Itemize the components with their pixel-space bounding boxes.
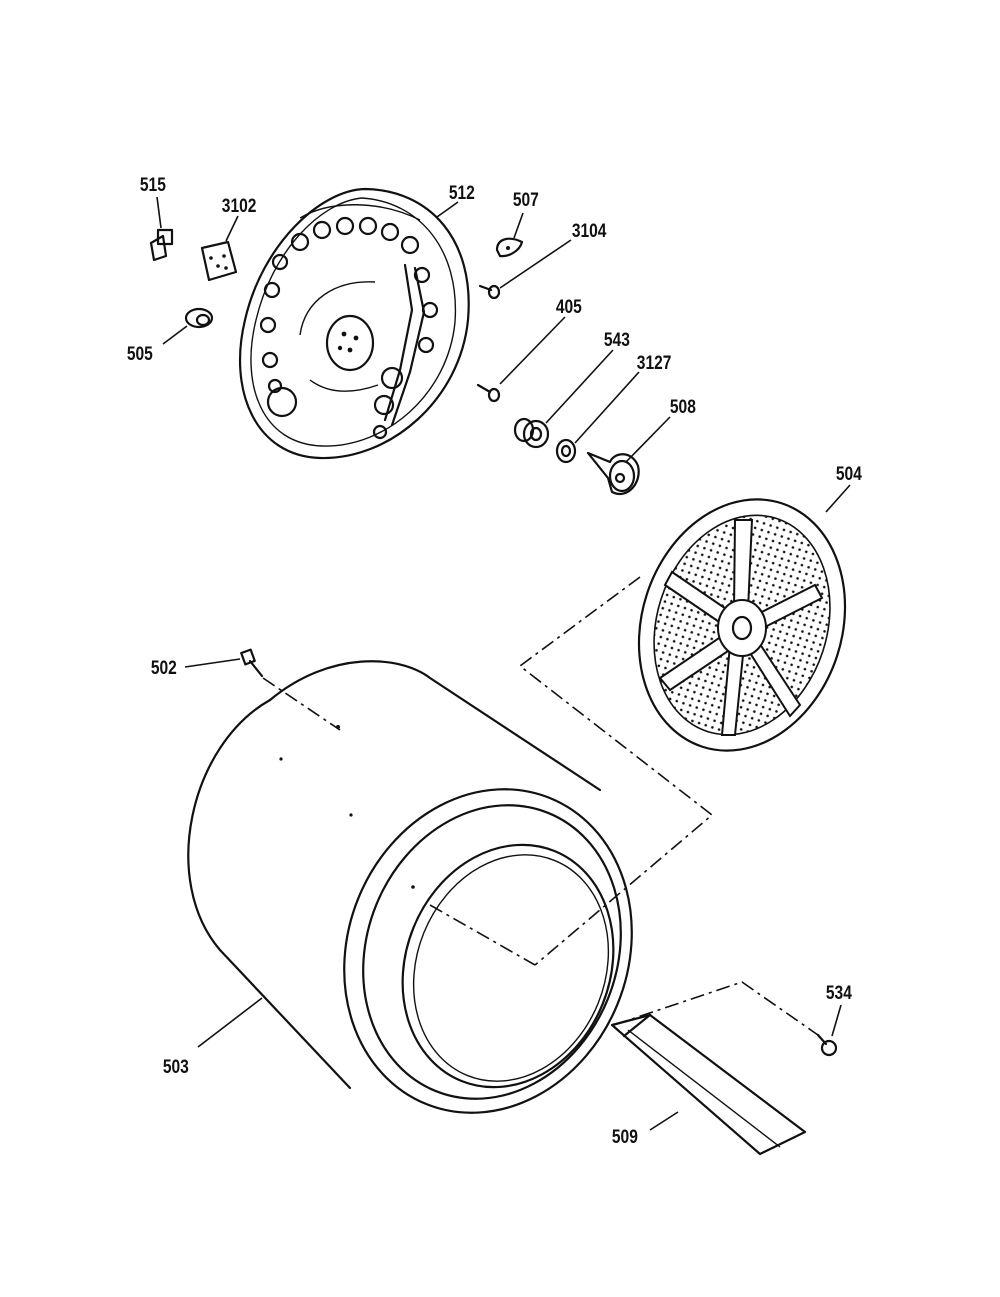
part-504-perforated-baffle — [637, 484, 851, 752]
part-503-drum — [187, 660, 633, 1114]
part-3104-screw — [478, 239, 572, 300]
part-543-bearing — [513, 349, 614, 449]
part-508-shaft — [586, 416, 671, 495]
part-512-rear-bulkhead — [238, 187, 470, 460]
label-534: 534 — [826, 982, 852, 1004]
part-509-lifter — [610, 1013, 807, 1156]
part-534-screw — [816, 1004, 842, 1057]
label-509: 509 — [612, 1126, 638, 1148]
part-405-screw — [476, 316, 566, 403]
part-505-roller — [162, 307, 214, 345]
label-507: 507 — [513, 189, 539, 211]
label-543: 543 — [604, 329, 630, 351]
part-502-bolt — [184, 648, 264, 678]
label-503: 503 — [163, 1056, 189, 1078]
part-3127-washer — [555, 371, 640, 464]
label-3127: 3127 — [637, 352, 672, 374]
label-3102: 3102 — [222, 195, 257, 217]
label-512: 512 — [449, 182, 475, 204]
bulkhead-ribs — [259, 216, 439, 440]
part-507-cap — [495, 212, 524, 258]
part-3102-pad — [200, 215, 239, 282]
label-504: 504 — [836, 463, 862, 485]
label-502: 502 — [151, 657, 177, 679]
assembly-lines — [262, 576, 819, 1036]
label-515: 515 — [140, 174, 166, 196]
label-508: 508 — [670, 396, 696, 418]
part-515-clip — [149, 196, 174, 262]
label-405: 405 — [556, 296, 582, 318]
label-3104: 3104 — [572, 220, 607, 242]
part-labels: 515 3102 512 507 3104 505 405 543 3127 5… — [127, 174, 862, 1148]
label-505: 505 — [127, 343, 153, 365]
